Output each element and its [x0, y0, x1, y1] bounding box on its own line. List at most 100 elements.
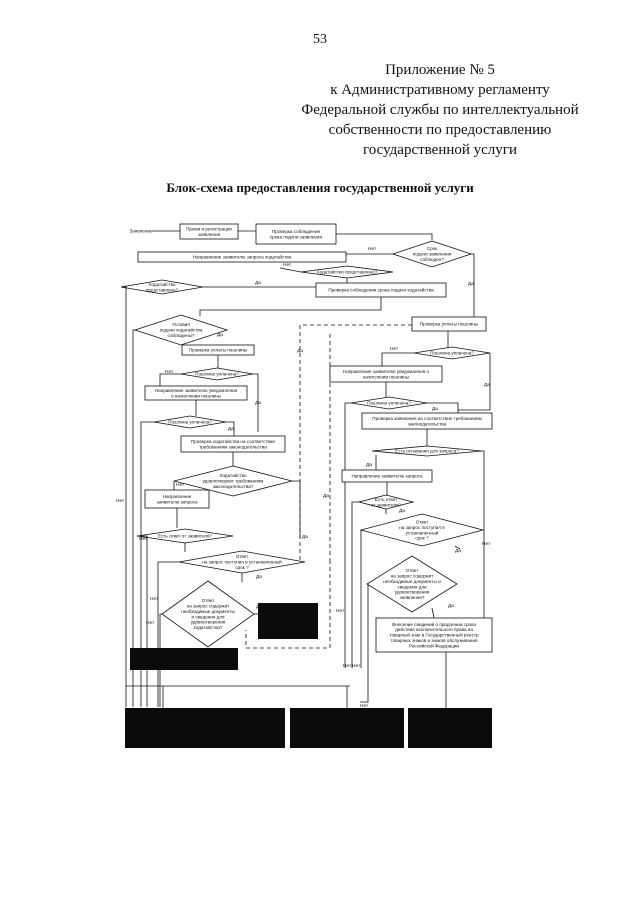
label-no: Нет: [139, 536, 148, 542]
label-yes: Да: [468, 281, 474, 287]
edge-sod-right-yes: [431, 607, 435, 619]
label-yes: Да: [484, 382, 490, 388]
box-napr-zaprosa-hodataystva-text: Направление заявителю запроса ходатайств…: [193, 254, 292, 260]
diamond-hodataystvo-text: Ходатайство представлено?: [317, 269, 378, 275]
appendix-line: Приложение № 5: [385, 62, 495, 78]
label-no: Нет: [368, 246, 377, 252]
box-proverka-uplaty-left-text: Проверка уплаты пошлины: [189, 348, 247, 353]
label-yes: Да: [255, 280, 261, 286]
label-yes: Да: [297, 348, 303, 354]
diamond-est-osnovaniya: [371, 445, 483, 457]
label-no: Нет: [283, 262, 292, 268]
edge-dashed-3: [245, 560, 331, 649]
box-napr-zaprosa-right-text: Направление заявителю запроса: [351, 474, 423, 479]
label-yes: Да: [217, 332, 223, 338]
label-yes: Да: [302, 534, 308, 540]
diamond-otvet-soderzhit-left: [161, 580, 255, 648]
label-yes: Да: [399, 508, 405, 514]
diamond-hodataystvo-2: [120, 279, 204, 295]
diamond-poshlina-left-text: Пошлина уплачена?: [195, 372, 239, 377]
appendix-line: к Административному регламенту: [330, 82, 550, 98]
label-no: Нет: [343, 663, 352, 669]
block-left-bottom: [130, 648, 238, 670]
edge-srok-right-yes: [454, 545, 461, 550]
edge-hod2-no: [121, 286, 127, 707]
flowchart-title: Блок-схема предоставления государственно…: [166, 180, 474, 195]
page-number: 53: [313, 32, 327, 47]
appendix-line: собственности по предоставлению: [328, 122, 552, 138]
edge-udovl-yes: [292, 480, 301, 538]
edge-psh-right2-yes: [427, 402, 459, 414]
diamond-poshlina-right: [413, 346, 491, 360]
label-no: Нет: [482, 541, 491, 547]
block-bottom-middle: [290, 708, 404, 748]
edge-psh-right2-no: [344, 402, 351, 668]
diamond-poshlina-right-2: [350, 396, 428, 410]
edge-hod-no: [279, 267, 302, 273]
label-yes: Да: [256, 574, 262, 580]
diamond-est-osnovaniya-text: Есть основания для запроса?: [395, 449, 459, 454]
edge-sod-right-no: [360, 583, 369, 703]
box-vnesenie: [375, 617, 493, 653]
edge-osn-no: [482, 450, 485, 618]
block-bottom-right: [408, 708, 492, 748]
edge-srok-left-no: [157, 561, 179, 707]
diamond-poshlina-left-2: [153, 415, 227, 429]
diamond-est-otvet-left-text: Есть ответ от заявителя?: [158, 534, 212, 539]
edge-otv-right-no: [351, 501, 359, 668]
label-yes: Да: [448, 603, 454, 609]
start-label-text: Заявление: [129, 229, 152, 234]
box-proverka-uplaty-right-text: Проверка уплаты пошлины: [420, 322, 478, 327]
diamond-otvet-srok-right: [359, 513, 485, 547]
appendix-header: Приложение № 5 к Административному регла…: [280, 60, 600, 160]
edge-psh2-yes: [226, 421, 235, 436]
edge-psh-right-yes: [458, 353, 491, 411]
label-no: Нет: [165, 369, 174, 375]
block-left-middle: [258, 603, 318, 639]
label-yes: Да: [228, 426, 234, 432]
box-proverka-uplaty-right: [411, 316, 487, 332]
edge-psh-left-no: [159, 373, 181, 386]
edge-sod-left-no: [159, 613, 162, 707]
edge-srok-hod-out: [199, 297, 382, 316]
appendix-line: государственной услуги: [363, 142, 517, 158]
block-bottom-left: [125, 708, 285, 748]
label-no: Нет: [360, 703, 369, 709]
label-no: Нет: [146, 620, 155, 626]
edge-psh2-no: [140, 421, 154, 707]
diamond-poshlina-right-text: Пошлина уплачена?: [430, 351, 474, 356]
appendix-line: Федеральной службы по интеллектуальной: [301, 102, 579, 118]
label-no: Нет: [176, 482, 185, 488]
box-proverka-sroka-hodataystva-text: Проверка соблюдения срока подачи ходатай…: [328, 287, 434, 293]
label-yes: Да: [255, 400, 261, 406]
label-no: Нет: [116, 498, 125, 504]
diamond-poshlina-left-2-text: Пошлина уплачена?: [168, 420, 212, 425]
label-no: Нет: [150, 596, 159, 602]
diamond-poshlina-left: [180, 367, 254, 381]
diamond-poshlina-right-2-text: Пошлина уплачена?: [367, 401, 411, 406]
diamond-usloviya: [133, 314, 229, 346]
label-yes: Да: [323, 493, 329, 499]
edge-psh-left-yes: [253, 373, 259, 432]
edge-psh-right-no: [381, 352, 414, 366]
label-yes: Да: [366, 462, 372, 468]
label-yes: Да: [455, 548, 461, 554]
label-no: Нет: [352, 663, 361, 669]
label-no: Нет: [390, 346, 399, 352]
diamond-otvet-soderzhit-right: [366, 555, 458, 613]
diamond-srok: [391, 240, 473, 268]
